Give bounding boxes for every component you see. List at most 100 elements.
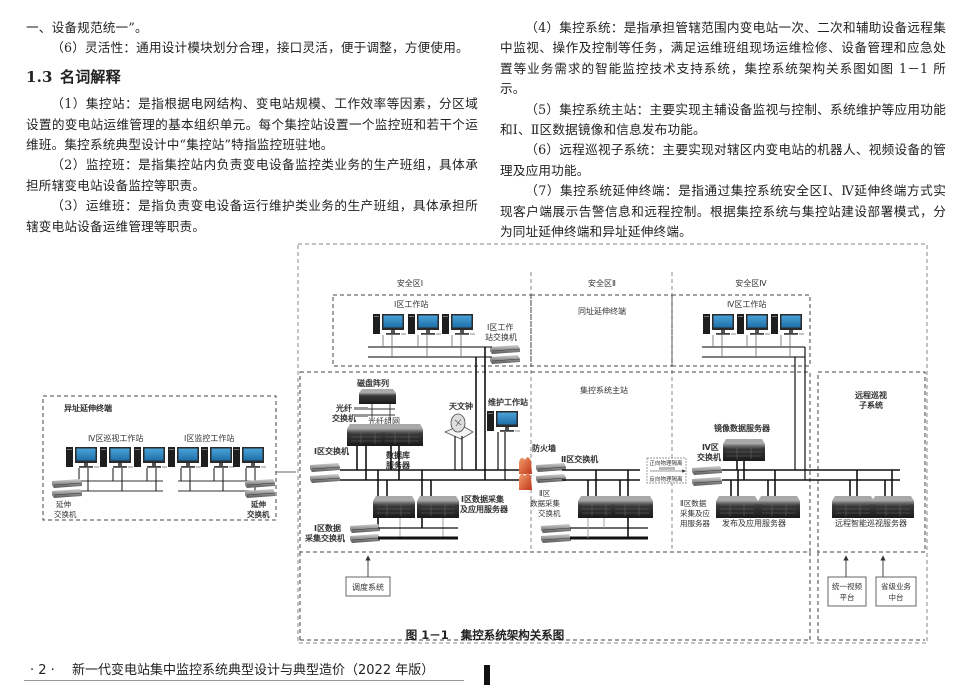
same-site-terminal-label: 同址延伸终端	[578, 306, 626, 316]
workstation-icon	[408, 314, 441, 335]
physical-isolator-group: 正向物理隔离 反向物理隔离	[646, 457, 687, 484]
astro-clock-label: 天文钟	[449, 401, 473, 411]
workstation-icon	[134, 447, 167, 468]
forward-isolator-label: 正向物理隔离	[649, 459, 683, 467]
fiber-switch-icon	[354, 414, 368, 417]
server-icon	[372, 495, 416, 519]
book-title: 新一代变电站集中监控系统典型设计与典型造价（2022 年版）	[72, 663, 435, 678]
zone1-label: 安全区Ⅰ	[397, 278, 423, 288]
remote-zone4-ws-label: Ⅳ区巡视工作站	[88, 433, 143, 443]
switch-icon	[51, 478, 83, 489]
section-number: 1.3	[26, 67, 53, 86]
workstation-icon	[771, 314, 804, 335]
zone1-ws-switch-label-1: Ⅰ区工作	[487, 322, 513, 332]
ext-switch-left-label-2: 交换机	[54, 509, 77, 519]
provincial-platform-box	[875, 576, 917, 607]
zone2-data-switch-label-1: Ⅱ区	[539, 489, 551, 498]
video-platform-label-2: 平台	[840, 592, 855, 602]
figure-caption: 图 1－1 集控系统架构关系图	[0, 627, 970, 643]
maint-ws-label: 维护工作站	[488, 397, 528, 407]
firewall-icon	[519, 457, 532, 490]
workstation-icon	[373, 314, 406, 335]
disk-array-label: 磁盘阵列	[357, 378, 389, 388]
remote-patrol-server-label: 远程智能巡视服务器	[835, 518, 907, 528]
provincial-label-1: 省级业务	[881, 581, 911, 591]
zone2-data-server-label-2: 采集及应	[680, 508, 710, 518]
remote-patrol-label-1: 远程巡视	[855, 390, 887, 400]
page-number: · 2 ·	[30, 663, 55, 678]
zone2-data-server-label-1: Ⅱ区数据	[680, 498, 707, 508]
zone4-label: 安全区Ⅳ	[735, 278, 767, 288]
video-platform-label-1: 统一视频	[832, 581, 862, 591]
switch-icon	[309, 462, 341, 473]
db-server-label-1: 数据库	[386, 450, 410, 460]
dispatch-system-box	[345, 576, 391, 597]
master-station-group	[299, 371, 811, 553]
zone4-workstations-label: Ⅳ区工作站	[727, 299, 766, 309]
workstation-icon	[201, 447, 234, 468]
zone1-data-server-label-1: Ⅰ区数据采集	[461, 494, 505, 504]
workstation-icon	[233, 447, 266, 468]
server-icon	[416, 495, 460, 519]
server-icon	[871, 495, 915, 519]
switch-icon	[309, 473, 341, 484]
workstation-icon	[168, 447, 201, 468]
paragraph-definition-2: （2）监控班：是指集控站内负责变电设备监控类业务的生产班组，具体承担所辖变电站设…	[26, 157, 478, 193]
switch-icon	[535, 462, 567, 473]
right-text-column: （4）集控系统：是指承担管辖范围内变电站一次、二次和辅助设备远程集中监视、操作及…	[500, 18, 946, 242]
switch-icon	[691, 465, 723, 476]
outer-boundary	[297, 243, 928, 644]
server-icon	[380, 423, 424, 447]
server-icon	[722, 438, 766, 462]
fiber-switch-label-1: 光纤	[335, 403, 352, 413]
remote-patrol-group	[817, 371, 926, 553]
section-title: 名词解释	[60, 67, 121, 86]
footer-rule	[24, 680, 464, 681]
zone1-switch-label: Ⅰ区交换机	[314, 446, 349, 456]
reverse-isolator-label: 反向物理隔离	[649, 475, 683, 483]
mirror-server-label: 镜像数据服务器	[714, 423, 771, 433]
switch-icon	[691, 476, 723, 487]
page-edge-mark	[484, 665, 490, 685]
switch-icon	[349, 523, 381, 534]
paragraph-definition-4: （4）集控系统：是指承担管辖范围内变电站一次、二次和辅助设备远程集中监视、操作及…	[500, 20, 946, 97]
remote-zone1-ws-label: Ⅰ区监控工作站	[184, 433, 234, 443]
ext-switch-right-label-1: 延伸	[250, 499, 266, 509]
zone1-data-server-label-2: 及应用服务器	[460, 504, 509, 514]
switch-icon	[535, 473, 567, 484]
fiber-switch-label-2: 交换机	[332, 413, 356, 423]
switch-icon	[540, 533, 572, 544]
firewall-label: 防火墙	[532, 443, 556, 453]
zone4-switch-label-1: Ⅳ区	[702, 443, 719, 452]
ext-switch-left-label-1: 延伸	[56, 499, 71, 509]
dispatch-system-label: 调度系统	[352, 582, 384, 592]
page-footer: · 2 · 新一代变电站集中监控系统典型设计与典型造价（2022 年版）	[30, 659, 434, 678]
server-icon	[715, 495, 759, 519]
fiber-switch-icon	[354, 407, 368, 410]
switch-icon	[489, 354, 521, 365]
figure-title: 集控系统架构关系图	[460, 628, 565, 642]
workstation-icon	[66, 447, 99, 468]
workstation-icon	[737, 314, 770, 335]
same-site-terminal-group	[530, 294, 673, 367]
astro-clock-icon	[444, 413, 474, 440]
zone1-ws-switch-label-2: 站交换机	[485, 332, 517, 342]
publish-server-label: 发布及应用服务器	[722, 518, 786, 528]
paragraph-definition-7: （7）集控系统延伸终端：是指通过集控系统安全区Ⅰ、Ⅳ延伸终端方式实现客户端展示告…	[500, 183, 946, 240]
fiber-network-label: 光纤组网	[368, 416, 400, 426]
zone2-switch-label: Ⅱ区交换机	[561, 454, 598, 464]
paragraph-definition-5: （5）集控系统主站：主要实现主辅设备监视与控制、系统维护等应用功能和Ⅰ、Ⅱ区数据…	[500, 101, 946, 138]
server-icon	[831, 495, 875, 519]
provincial-label-2: 中台	[889, 592, 904, 602]
paragraph-continued: 一、设备规范统一”。	[26, 20, 148, 35]
section-heading: 1.3 名词解释	[26, 67, 478, 87]
master-station-label: 集控系统主站	[580, 385, 628, 395]
paragraph-definition-3: （3）运维班：是指负责变电设备运行维护类业务的生产班组，具体承担所辖变电站设备运…	[26, 198, 478, 234]
zone2-data-switch-label-3: 交换机	[538, 508, 561, 518]
switch-icon	[51, 488, 83, 499]
video-platform-box	[827, 576, 867, 607]
zone1-data-switch-label-1: Ⅰ区数据	[314, 523, 341, 533]
disk-array-icon	[359, 389, 396, 404]
figure-number: 图 1－1	[405, 628, 449, 642]
